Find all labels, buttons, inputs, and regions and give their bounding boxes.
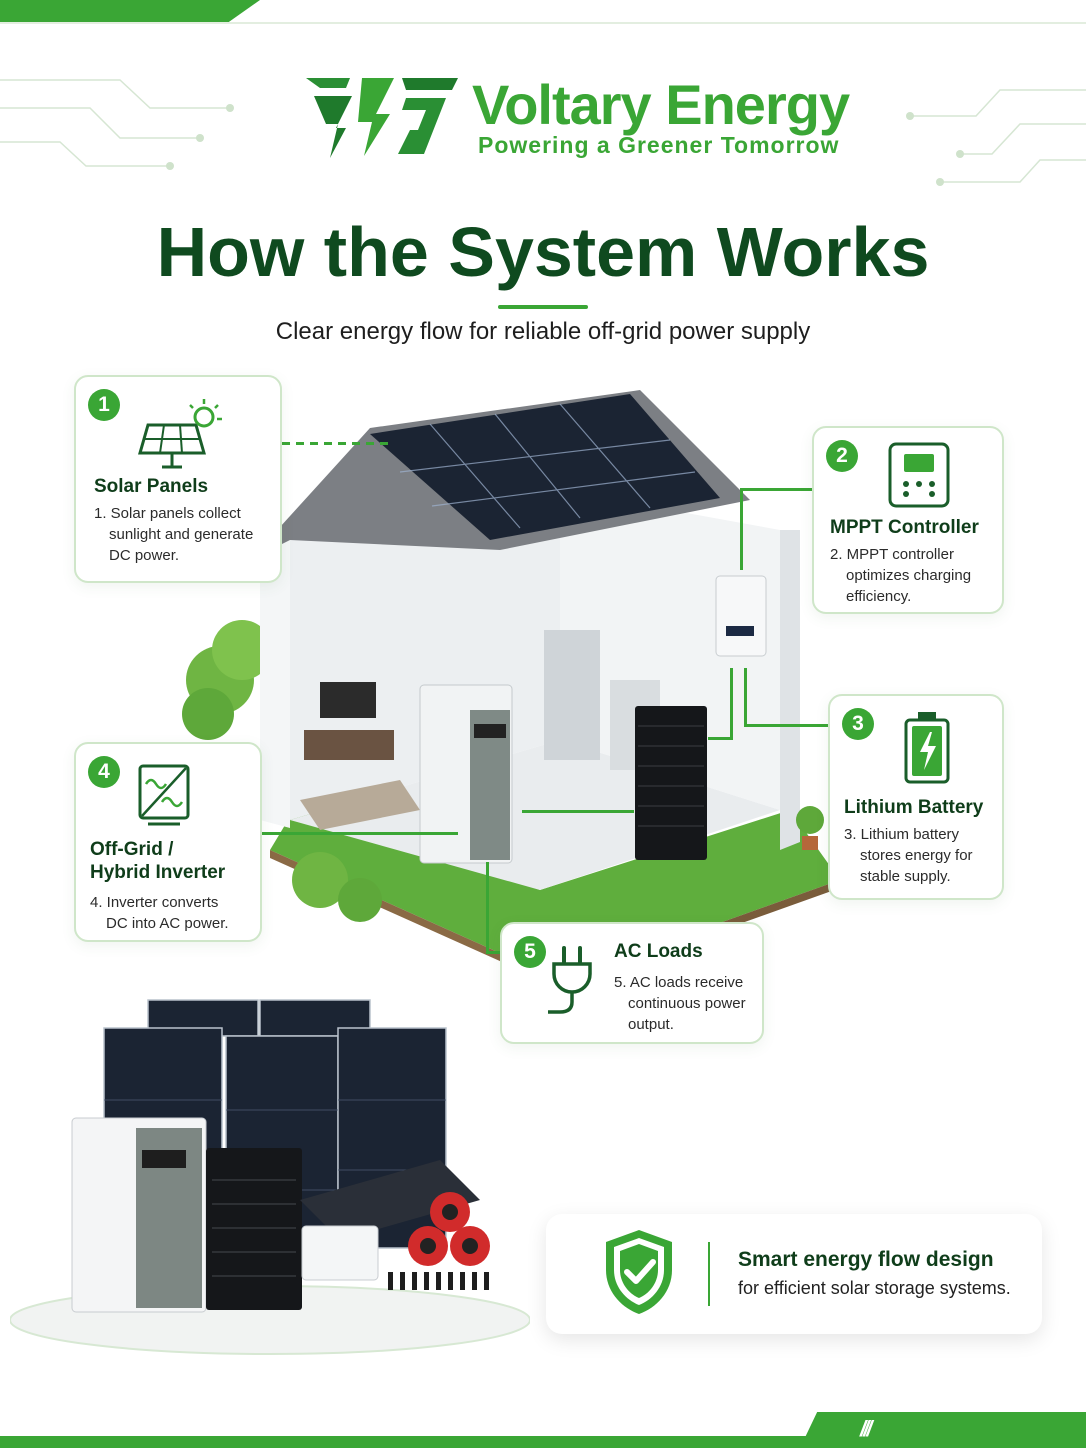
step-text-line-1: 4. Inverter converts: [90, 894, 219, 911]
brand-name: Voltary Energy: [472, 73, 850, 136]
step-card-lithium-battery: 3 Lithium Battery 3. Lithium battery sto…: [828, 694, 1004, 900]
step-text-line-2: optimizes charging: [846, 567, 972, 584]
controller-icon: [888, 442, 950, 508]
connector-mppt-h: [740, 488, 814, 491]
step-card-mppt-controller: 2 MPPT Controller 2. MPPT controller opt…: [812, 426, 1004, 614]
title-underline: [498, 305, 588, 309]
step-text-line-3: efficiency.: [846, 588, 912, 605]
step-text-line-1: 2. MPPT controller: [830, 546, 954, 563]
top-divider: [0, 22, 1086, 24]
step-badge: 5: [514, 936, 546, 968]
step-badge: 2: [826, 440, 858, 472]
step-title: Lithium Battery: [844, 797, 984, 818]
step-badge: 3: [842, 708, 874, 740]
step-text-line-1: 1. Solar panels collect: [94, 505, 241, 522]
tree-left: [182, 620, 272, 740]
top-accent-stripe: [0, 0, 260, 22]
connector-battery-h2: [708, 737, 732, 740]
step-text-line-3: output.: [628, 1016, 674, 1033]
step-badge: 1: [88, 389, 120, 421]
step-card-inverter: 4 Off-Grid / Hybrid Inverter 4. Inverter…: [74, 742, 262, 942]
circuit-lines-right: [906, 89, 1086, 186]
connector-inverter-card: [262, 832, 458, 835]
brand-logo: Voltary Energy Powering a Greener Tomorr…: [306, 70, 862, 162]
connector-loads-h: [486, 951, 504, 954]
bottom-accent-band: [0, 1436, 1086, 1448]
inverter-icon: [138, 764, 190, 826]
connector-mppt-v: [740, 488, 743, 570]
smart-flow-card: Smart energy flow design for efficient s…: [546, 1214, 1042, 1334]
smart-flow-text: for efficient solar storage systems.: [738, 1278, 1011, 1298]
connector-loads-v: [486, 862, 489, 954]
page-title: How the System Works: [156, 213, 930, 291]
step-badge: 4: [88, 756, 120, 788]
shield-check-icon: [606, 1230, 672, 1314]
connector-battery-v: [744, 668, 747, 726]
step-text-line-2: stores energy for: [860, 847, 973, 864]
step-title: Solar Panels: [94, 476, 209, 497]
step-text-line-3: DC power.: [109, 547, 180, 564]
connector-panels-dashed: [282, 442, 392, 445]
smart-flow-title: Smart energy flow design: [738, 1248, 994, 1271]
step-text-line-2: sunlight and generate: [109, 526, 254, 543]
battery-icon: [904, 712, 950, 784]
slash-decoration: ///: [860, 1416, 872, 1441]
step-text-line-1: 3. Lithium battery: [844, 826, 960, 843]
logo-mark-icon: [306, 78, 458, 158]
step-text-line-3: stable supply.: [860, 868, 951, 885]
step-title: MPPT Controller: [830, 517, 979, 538]
connector-battery-h: [744, 724, 830, 727]
step-text-line-2: continuous power: [628, 995, 746, 1012]
connector-battery-v2: [730, 668, 733, 740]
step-card-ac-loads: 5 AC Loads 5. AC loads receive continuou…: [500, 922, 764, 1044]
step-card-solar-panels: 1 Solar Panels 1. Solar panels collect s…: [74, 375, 282, 583]
step-text-line-2: DC into AC power.: [106, 915, 229, 932]
circuit-lines-left: [0, 79, 234, 170]
step-title-line-2: Hybrid Inverter: [90, 862, 226, 883]
step-title: AC Loads: [614, 941, 703, 962]
card-divider: [708, 1242, 710, 1306]
plug-icon: [548, 946, 592, 1014]
solar-panel-icon: [138, 399, 222, 469]
product-kit-illustration: [10, 999, 530, 1355]
step-text-line-1: 5. AC loads receive: [614, 974, 744, 991]
step-title-line-1: Off-Grid /: [90, 839, 174, 860]
page-subtitle: Clear energy flow for reliable off-grid …: [275, 318, 811, 345]
connector-battery-inverter: [522, 810, 634, 813]
brand-tagline: Powering a Greener Tomorrow: [478, 132, 840, 158]
